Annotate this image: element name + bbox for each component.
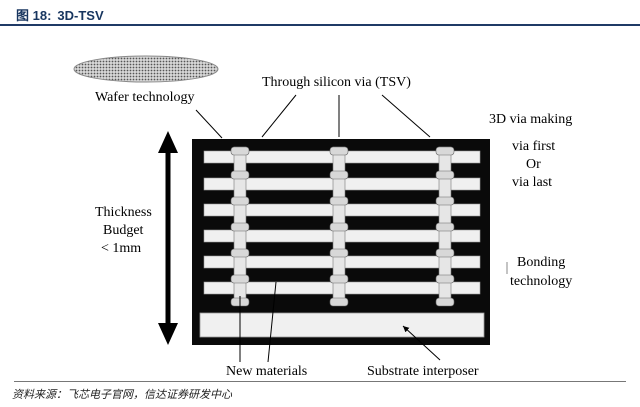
- tsv-pillars: [230, 146, 455, 307]
- figure-caption: 3D-TSV: [57, 8, 104, 23]
- label-tsv: Through silicon via (TSV): [262, 75, 411, 90]
- label-new-materials: New materials: [226, 364, 307, 379]
- thickness-arrow-bottom: [158, 323, 178, 345]
- figure-number: 图 18:: [16, 8, 52, 23]
- tsv-leader-line-1: [261, 94, 297, 138]
- figure-title: 图 18: 3D-TSV: [0, 0, 640, 26]
- new-materials-leader-2: [267, 281, 277, 363]
- wafer-leader-line: [195, 109, 223, 139]
- substrate-leader-line: [402, 325, 441, 361]
- label-wafer-technology: Wafer technology: [95, 90, 195, 105]
- tsv-pillar-2: [329, 146, 349, 307]
- label-technology: technology: [510, 274, 572, 289]
- label-bonding: Bonding: [517, 255, 565, 270]
- thickness-arrow-top: [158, 131, 178, 153]
- label-thickness: Thickness: [95, 205, 152, 220]
- wafer-icon: [73, 55, 219, 83]
- label-via-first: via first: [512, 139, 555, 154]
- tsv-leader-line-3: [381, 94, 431, 138]
- label-via-making: 3D via making: [489, 112, 572, 127]
- source-note: 资料来源：飞芯电子官网，信达证券研发中心: [12, 388, 232, 401]
- label-less-than-1mm: < 1mm: [101, 241, 141, 256]
- label-substrate-interposer: Substrate interposer: [367, 364, 479, 379]
- tsv-pillar-3: [435, 146, 455, 307]
- label-via-last: via last: [512, 175, 552, 190]
- label-budget: Budget: [103, 223, 144, 238]
- bottom-rule: [14, 381, 626, 382]
- substrate-interposer-layer: [199, 312, 485, 338]
- label-or: Or: [526, 157, 541, 172]
- tsv-pillar-1: [230, 146, 250, 307]
